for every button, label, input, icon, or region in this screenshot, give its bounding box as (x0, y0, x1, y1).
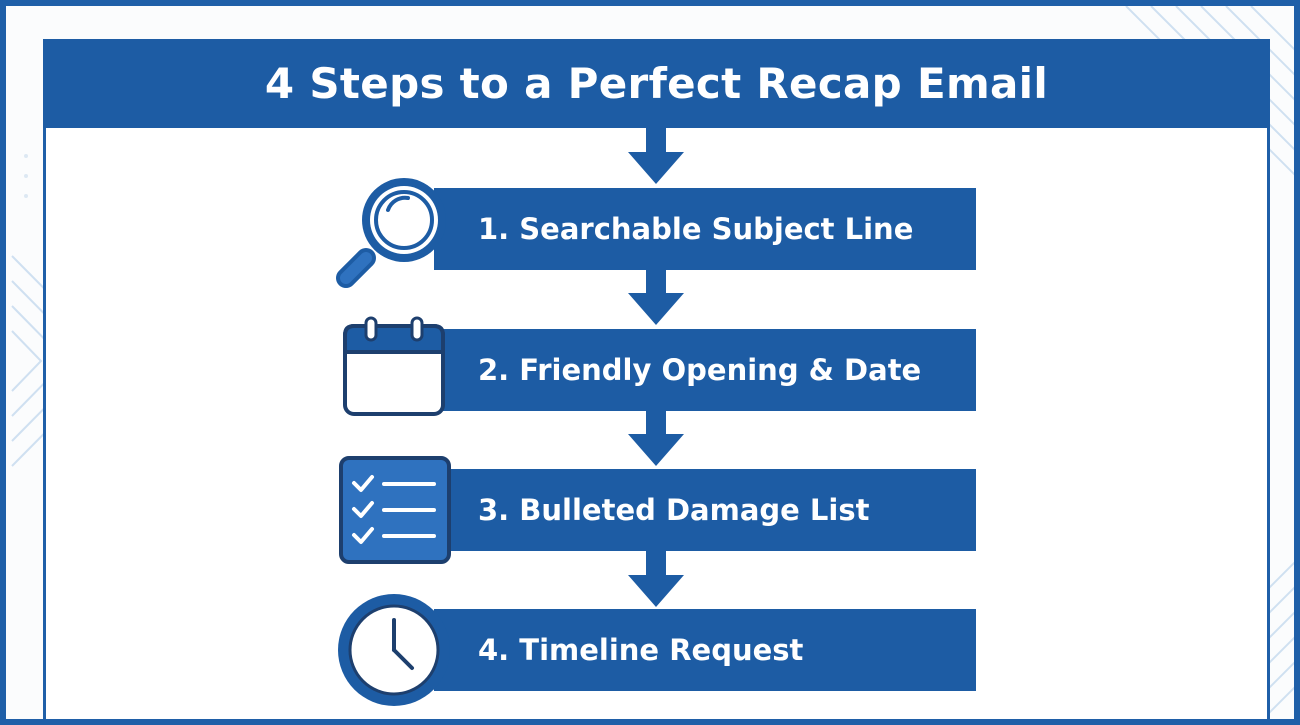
clock-icon (338, 594, 450, 706)
magnifying-glass-icon (336, 178, 446, 288)
step-4-label: 4. Timeline Request (478, 633, 804, 667)
step-2-box: 2. Friendly Opening & Date (434, 329, 976, 411)
step-3-label: 3. Bulleted Damage List (478, 493, 870, 527)
step-1-label: 1. Searchable Subject Line (478, 212, 914, 246)
step-1-box: 1. Searchable Subject Line (434, 188, 976, 270)
title-banner: 4 Steps to a Perfect Recap Email (43, 39, 1270, 128)
checklist-icon (339, 456, 451, 564)
down-arrow-icon (628, 269, 684, 325)
step-3-box: 3. Bulleted Damage List (434, 469, 976, 551)
calendar-icon (343, 316, 445, 416)
page-title: 4 Steps to a Perfect Recap Email (264, 59, 1049, 108)
step-4-box: 4. Timeline Request (434, 609, 976, 691)
down-arrow-icon (628, 551, 684, 607)
down-arrow-icon (628, 128, 684, 184)
step-2-label: 2. Friendly Opening & Date (478, 353, 922, 387)
down-arrow-icon (628, 410, 684, 466)
